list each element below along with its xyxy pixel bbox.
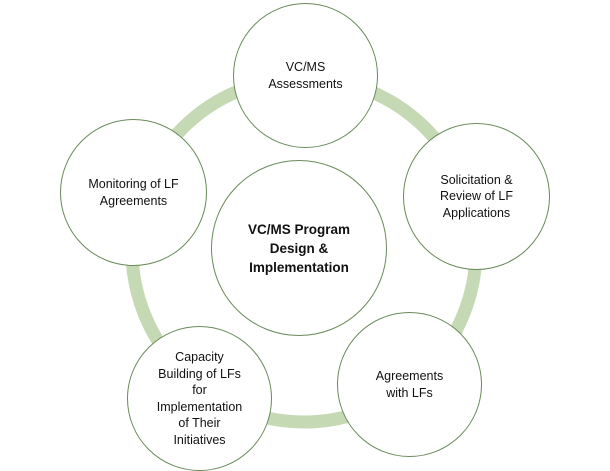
node-agreements: Agreements with LFs bbox=[337, 312, 482, 457]
node-assessments: VC/MS Assessments bbox=[233, 3, 378, 148]
node-monitoring: Monitoring of LF Agreements bbox=[60, 119, 207, 266]
node-agreements-label: Agreements with LFs bbox=[375, 369, 444, 400]
node-solicitation-label: Solicitation & Review of LF Applications bbox=[440, 172, 513, 220]
node-capacity-building-label: Capacity Building of LFs for Implementat… bbox=[156, 350, 243, 447]
node-capacity-building: Capacity Building of LFs for Implementat… bbox=[127, 326, 272, 471]
center-label: VC/MS Program Design & Implementation bbox=[247, 221, 351, 275]
node-solicitation: Solicitation & Review of LF Applications bbox=[403, 123, 550, 270]
center-node: VC/MS Program Design & Implementation bbox=[211, 160, 387, 336]
node-monitoring-label: Monitoring of LF Agreements bbox=[88, 177, 179, 208]
node-assessments-label: VC/MS Assessments bbox=[268, 60, 343, 91]
